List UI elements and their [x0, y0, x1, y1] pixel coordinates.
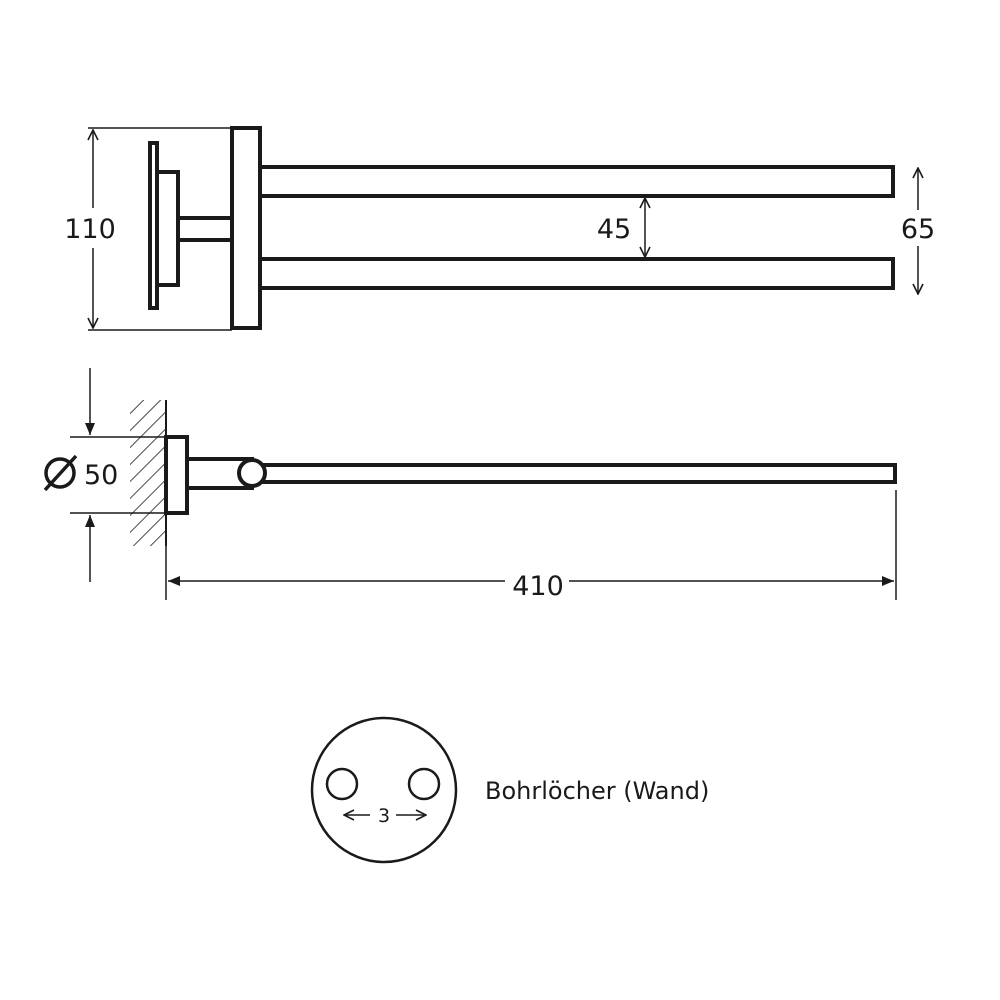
mounting-plate-circle — [310, 716, 458, 864]
connector — [176, 216, 234, 242]
dimension-label-diameter: 50 — [84, 460, 118, 491]
dimension-label-110: 110 — [64, 214, 116, 245]
hole-detail-caption: Bohrlöcher (Wand) — [485, 777, 709, 805]
rosette — [155, 170, 180, 287]
side-rosette — [164, 435, 189, 515]
hinge-circle — [237, 458, 267, 488]
dimension-label-65: 65 — [901, 214, 935, 245]
diameter-symbol-stroke — [43, 454, 78, 492]
hole-detail: 3 Bohrlöcher (Wand) — [310, 716, 709, 864]
upper-arm — [258, 165, 895, 198]
drill-hole-left — [325, 767, 359, 801]
lower-arm — [258, 257, 895, 290]
dimension-label-45: 45 — [597, 214, 631, 245]
side-view: 50 410 — [43, 368, 897, 602]
diameter-symbol-circle — [44, 457, 76, 489]
side-bar — [250, 463, 897, 484]
dimension-label-410: 410 — [512, 571, 564, 602]
drill-hole-right — [407, 767, 441, 801]
hole-spacing-label: 3 — [378, 805, 390, 827]
swivel-block — [230, 126, 262, 330]
top-view: 110 45 65 — [60, 126, 942, 331]
wall-hatching — [130, 400, 166, 546]
